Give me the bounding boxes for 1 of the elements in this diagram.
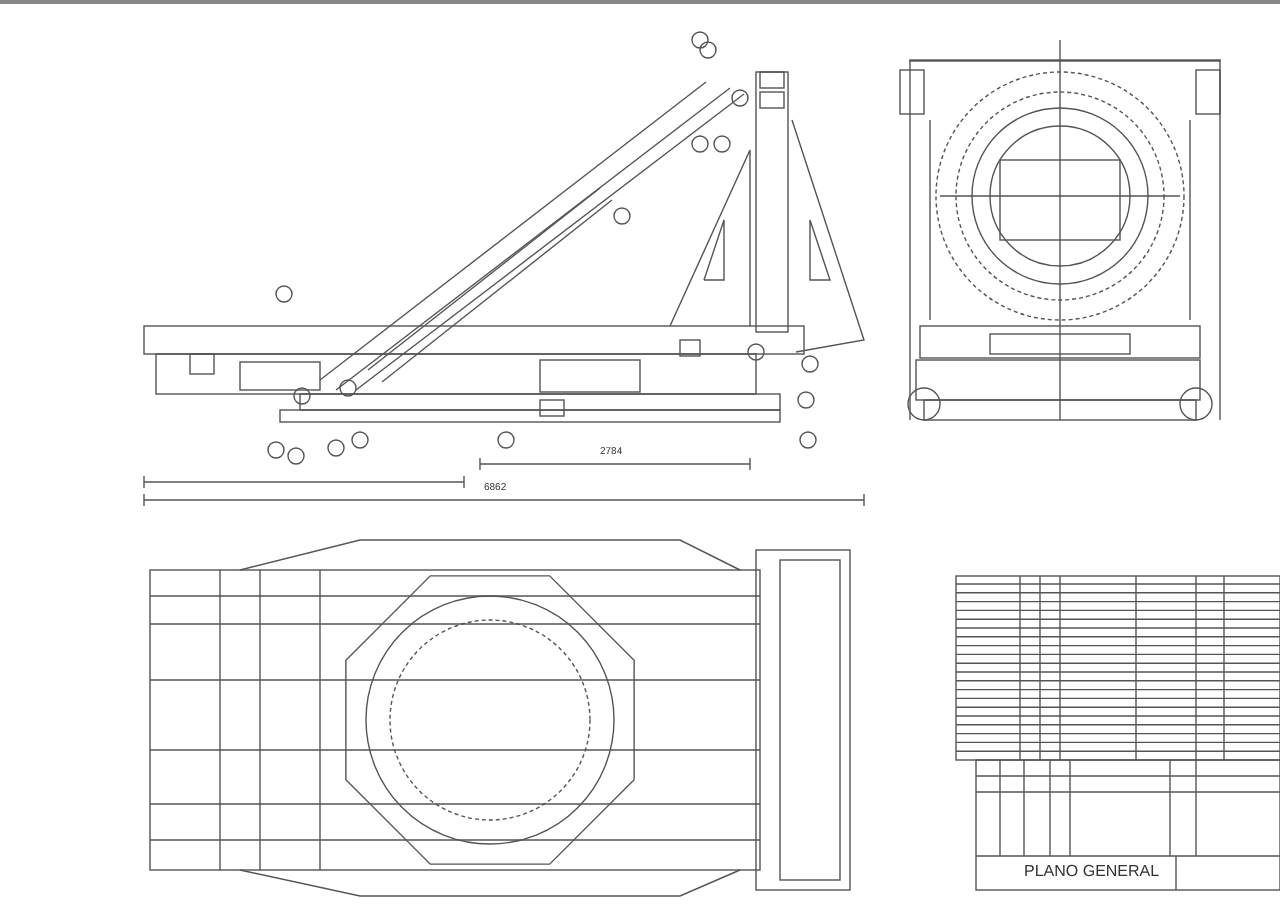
drawing-title: PLANO GENERAL [1024, 864, 1160, 880]
